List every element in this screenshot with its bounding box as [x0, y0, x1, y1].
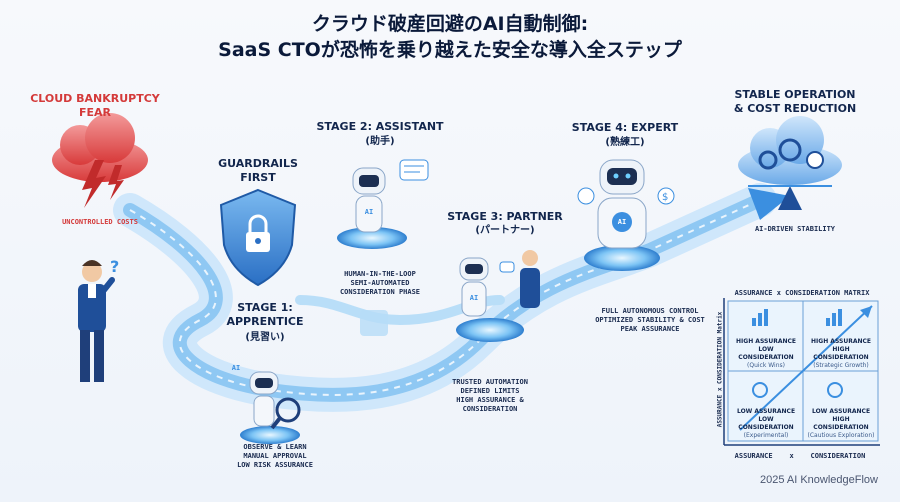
stage2-jp: (助手): [365, 136, 395, 147]
robot-stage4-icon: $: [577, 159, 675, 249]
svg-text:$: $: [662, 192, 668, 203]
stage4-platform: [584, 245, 660, 271]
stage3-jp: (パートナー): [475, 225, 535, 236]
stable-cloud-gears-icon: [738, 116, 842, 210]
fear-heading: CLOUD BANKRUPTCY FEAR: [30, 92, 160, 119]
stage2-platform: [337, 227, 407, 249]
stage4-ai-badge: AI: [617, 218, 627, 226]
matrix-x-axis-label: ASSURANCE x CONSIDERATION: [734, 452, 866, 460]
matrix-cell-example: (Strategic Growth): [813, 362, 869, 369]
matrix-cell-example: (Experimental): [743, 432, 789, 439]
worried-cto-figure: ?: [78, 257, 119, 382]
stable-caption: AI-DRIVEN STABILITY: [754, 225, 836, 233]
stable-heading: STABLE OPERATION & COST REDUCTION: [733, 88, 857, 115]
matrix-y-axis-label: ASSURANCE x CONSIDERATION Matrix: [716, 311, 724, 428]
matrix-cell-label: LOW ASSURANCE LOW CONSIDERATION: [736, 408, 796, 431]
svg-text:?: ?: [110, 257, 119, 276]
matrix-cell-low-high: LOW ASSURANCE HIGH CONSIDERATION (Cautio…: [805, 408, 877, 440]
stage1-jp: (見習い): [245, 332, 285, 343]
stage1-platform: [240, 426, 300, 444]
fear-caption: UNCONTROLLED COSTS: [62, 218, 138, 226]
matrix-cell-label: HIGH ASSURANCE LOW CONSIDERATION: [736, 338, 796, 361]
page-title-line1: クラウド破産回避のAI自動制御:: [311, 13, 589, 35]
stage4-heading: STAGE 4: EXPERT: [571, 121, 679, 134]
assurance-matrix-grid: [723, 298, 880, 446]
stage2-heading: STAGE 2: ASSISTANT: [316, 120, 444, 133]
shield-lock-icon: [219, 188, 297, 287]
bridge-block: [360, 310, 388, 336]
matrix-cell-high-low: HIGH ASSURANCE LOW CONSIDERATION (Quick …: [730, 338, 802, 370]
robot-stage3-icon: [459, 250, 540, 317]
stage2-description: HUMAN-IN-THE-LOOP SEMI-AUTOMATED CONSIDE…: [339, 270, 421, 296]
red-cloud-icon: [52, 113, 148, 208]
path-arrowhead: [748, 188, 790, 220]
stage1-description: OBSERVE & LEARN MANUAL APPROVAL LOW RISK…: [237, 443, 313, 469]
matrix-cell-label: HIGH ASSURANCE HIGH CONSIDERATION: [811, 338, 871, 361]
stage4-description: FULL AUTONOMOUS CONTROL OPTIMIZED STABIL…: [595, 307, 705, 333]
stage3-description: TRUSTED AUTOMATION DEFINED LIMITS HIGH A…: [452, 378, 528, 413]
matrix-cell-example: (Cautious Exploration): [807, 432, 875, 439]
stage4-jp: (熟練工): [605, 137, 645, 148]
stage1-heading: STAGE 1: APPRENTICE: [226, 301, 304, 328]
matrix-cell-low-low: LOW ASSURANCE LOW CONSIDERATION (Experim…: [730, 408, 802, 440]
robot-stage1-icon: [249, 371, 301, 430]
robot-stage2-icon: [352, 159, 429, 233]
matrix-title: ASSURANCE x CONSIDERATION MATRIX: [734, 289, 870, 297]
matrix-cell-label: LOW ASSURANCE HIGH CONSIDERATION: [811, 408, 871, 431]
stage3-platform: [456, 318, 524, 342]
matrix-cell-high-high: HIGH ASSURANCE HIGH CONSIDERATION (Strat…: [805, 338, 877, 370]
stage2-ai-badge: AI: [364, 208, 374, 216]
stage1-ai-badge: AI: [231, 364, 241, 372]
stage3-heading: STAGE 3: PARTNER: [447, 210, 563, 223]
matrix-cell-example: (Quick Wins): [747, 362, 785, 369]
stage3-ai-badge: AI: [469, 294, 479, 302]
copyright-text: 2025 AI KnowledgeFlow: [759, 474, 878, 486]
guardrails-heading: GUARDRAILS FIRST: [218, 157, 298, 184]
page-title-line2: SaaS CTOが恐怖を乗り越えた安全な導入全ステップ: [218, 39, 682, 61]
